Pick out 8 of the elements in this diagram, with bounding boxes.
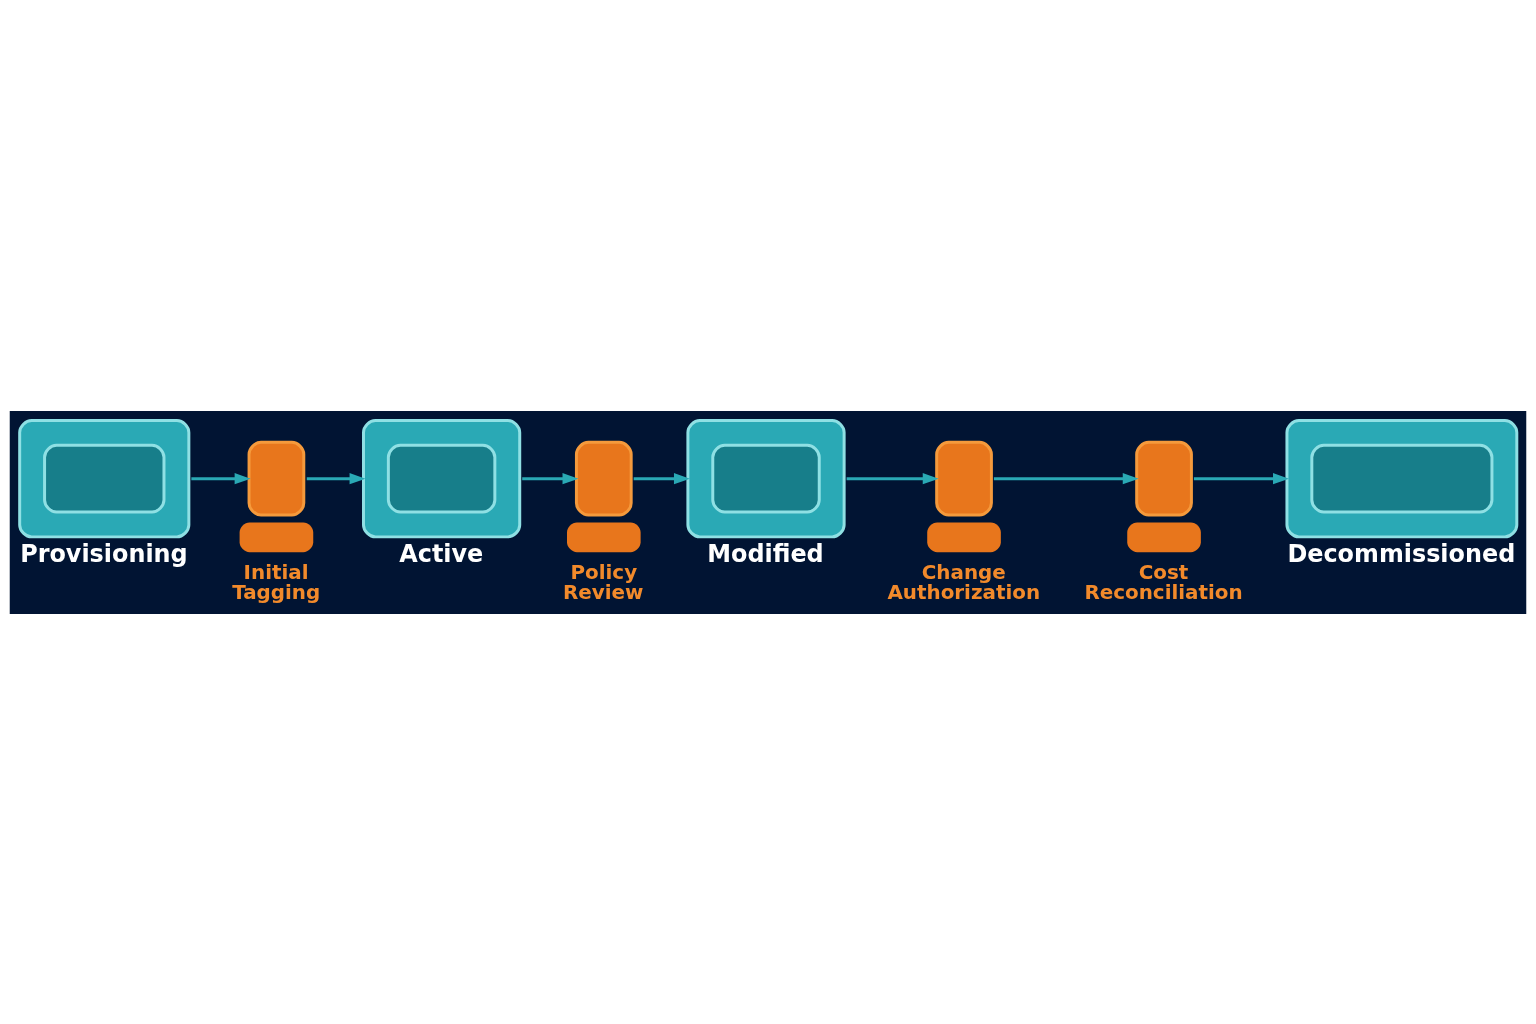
node-label: Policy Review <box>563 560 644 604</box>
node-label: Initial Tagging <box>232 560 321 604</box>
node-label: Modified <box>707 539 824 568</box>
node-label: Decommissioned <box>1287 539 1516 568</box>
node-label: Provisioning <box>20 539 188 568</box>
node-label: Active <box>399 539 484 568</box>
node-label: Change Authorization <box>887 560 1041 604</box>
node-label: Cost Reconciliation <box>1084 560 1243 604</box>
